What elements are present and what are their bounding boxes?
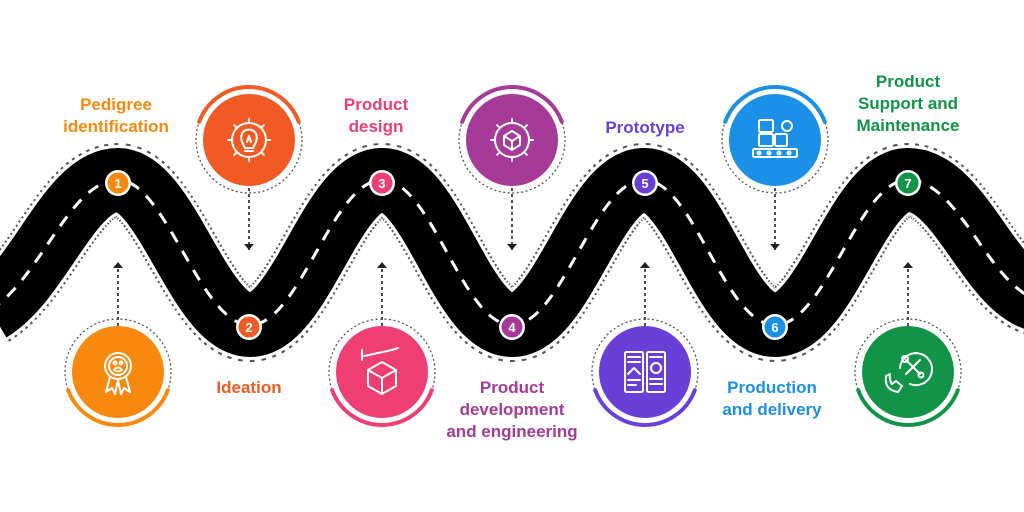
- step-5-label-line-1: Prototype: [605, 118, 685, 137]
- step-1-arrow-head: [113, 262, 123, 268]
- step-4-arrow-head: [507, 244, 517, 250]
- step-5-arrow-head: [640, 262, 650, 268]
- step-2-accent-arc: [197, 85, 301, 124]
- step-4-accent-arc: [460, 85, 564, 124]
- step-4-label-line-2: development: [459, 400, 565, 419]
- step-2-number: 2: [245, 320, 252, 335]
- step-4-label-line-3: and engineering: [446, 422, 578, 441]
- step-3-icon-group: [328, 318, 436, 427]
- step-7-dotted-ring: [854, 318, 962, 426]
- step-4-icon-group: [458, 85, 566, 194]
- step-5-label: Prototype: [605, 117, 684, 139]
- support-tools-icon: [884, 352, 933, 393]
- step-2-arrow-head: [244, 244, 254, 250]
- step-1-accent-arc: [66, 388, 170, 427]
- step-5-icon-group: [591, 318, 699, 427]
- step-6-label-line-1: Production: [727, 378, 817, 397]
- step-1-number: 1: [114, 176, 121, 191]
- step-1-label-line-1: Pedigree: [80, 95, 152, 114]
- step-3-icon-circle: [336, 326, 428, 418]
- step-6-accent-arc: [723, 85, 827, 124]
- box-design-icon: [361, 347, 399, 395]
- step-5-marker: 5: [632, 170, 658, 196]
- step-2-marker-dot: [238, 316, 260, 338]
- step-7-number: 7: [904, 176, 911, 191]
- step-1-dotted-ring: [64, 318, 172, 426]
- step-3-label-line-2: design: [348, 117, 404, 136]
- step-1-marker-dot: [107, 172, 129, 194]
- step-1-label-line-2: identification: [63, 117, 169, 136]
- step-7-label-line-3: Maintenance: [856, 116, 960, 135]
- step-1-icon-group: [64, 318, 172, 427]
- step-6-number: 6: [771, 320, 778, 335]
- step-4-label-line-1: Product: [479, 378, 545, 397]
- cube-gear-icon: [490, 118, 534, 162]
- step-7-accent-arc: [856, 388, 960, 427]
- step-5-dotted-ring: [591, 318, 699, 426]
- step-1-marker: 1: [105, 170, 131, 196]
- step-2-label: Ideation: [216, 377, 281, 399]
- step-5-accent-arc: [593, 388, 697, 427]
- step-5-marker-dot: [634, 172, 656, 194]
- step-6-marker-dot: [764, 316, 786, 338]
- award-badge-icon: [104, 352, 132, 395]
- step-2-marker: 2: [236, 314, 262, 340]
- step-3-arrow-head: [377, 262, 387, 268]
- step-4-marker-dot: [501, 316, 523, 338]
- step-3-accent-arc: [330, 388, 434, 427]
- lightbulb-gear-icon: [227, 118, 271, 162]
- step-7-label: Product Support and Maintenance: [857, 71, 960, 137]
- step-4-number: 4: [508, 320, 516, 335]
- step-2-icon-circle: [203, 94, 295, 186]
- step-2-icon-group: [195, 85, 303, 194]
- step-6-icon-group: [721, 85, 829, 194]
- step-3-marker-dot: [371, 172, 393, 194]
- step-3-marker: 3: [369, 170, 395, 196]
- step-6-marker: 6: [762, 314, 788, 340]
- step-6-arrow-head: [770, 244, 780, 250]
- step-5-number: 5: [641, 176, 648, 191]
- wireframe-icon: [624, 351, 666, 393]
- step-3-number: 3: [378, 176, 385, 191]
- conveyor-icon: [752, 119, 798, 158]
- step-7-marker-dot: [897, 172, 919, 194]
- step-4-label: Product development and engineering: [446, 377, 577, 443]
- step-7-arrow-head: [903, 262, 913, 268]
- step-3-label: Product design: [344, 94, 408, 138]
- step-5-icon-circle: [599, 326, 691, 418]
- step-3-dotted-ring: [328, 318, 436, 426]
- step-6-label: Production and delivery: [722, 377, 821, 421]
- step-2-label-line-1: Ideation: [216, 378, 282, 397]
- step-7-label-line-1: Product: [875, 72, 941, 91]
- step-7-label-line-2: Support and: [857, 94, 959, 113]
- step-1-label: Pedigree identification: [63, 94, 169, 138]
- step-6-label-line-2: and delivery: [722, 400, 822, 419]
- step-7-icon-group: [854, 318, 962, 427]
- step-7-marker: 7: [895, 170, 921, 196]
- step-4-marker: 4: [499, 314, 525, 340]
- step-3-label-line-1: Product: [343, 95, 409, 114]
